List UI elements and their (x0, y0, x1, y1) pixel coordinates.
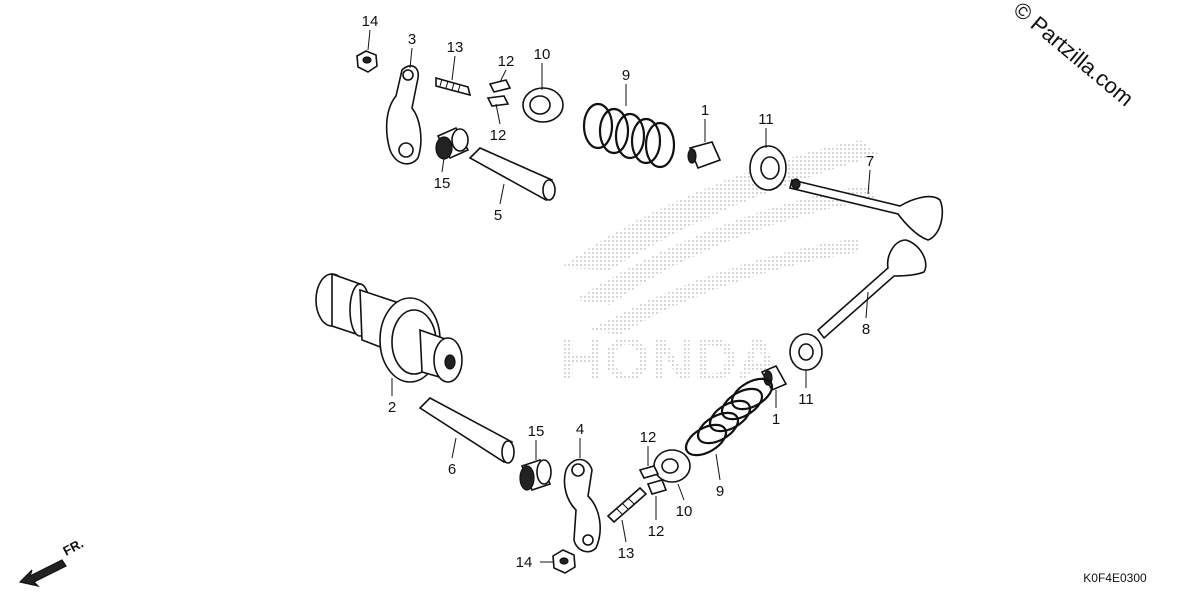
front-arrow-label: FR. (60, 536, 86, 559)
part-11-spring-seat-lower (789, 333, 823, 371)
honda-wing-watermark: HONDA (560, 140, 880, 393)
part-11-spring-seat-upper (749, 145, 787, 191)
callout-1-upper: 1 (701, 102, 709, 119)
part-10-spring-retainer-upper (522, 87, 564, 123)
part-2-camshaft (315, 272, 463, 383)
callout-9-upper: 9 (622, 67, 630, 84)
part-8-valve (816, 239, 927, 340)
part-3-rocker-arm (385, 65, 422, 165)
callout-8: 8 (862, 321, 870, 338)
callout-11-lower: 11 (798, 391, 814, 408)
callout-3: 3 (408, 31, 416, 48)
honda-logo-text: HONDA (560, 326, 780, 393)
part-4-rocker-arm (563, 458, 601, 553)
diagram-code: K0F4E0300 (1083, 571, 1147, 585)
callout-15-upper: 15 (434, 175, 451, 192)
callout-13-upper: 13 (447, 39, 464, 56)
callout-labels: 14 3 13 12 12 10 9 1 11 7 15 5 8 2 11 1 … (362, 13, 875, 571)
callout-11-upper: 11 (758, 111, 774, 128)
callout-6: 6 (448, 461, 456, 478)
callout-1-lower: 1 (772, 411, 780, 428)
callout-14-upper: 14 (362, 13, 379, 30)
part-12-valve-cotter-upper (486, 79, 512, 107)
part-15-needle-bearing-lower (519, 459, 552, 491)
callout-12-upper-a: 12 (498, 53, 515, 70)
part-1-stem-seal-upper (687, 141, 722, 170)
part-13-adjusting-screw-upper (435, 76, 472, 97)
callout-9-lower: 9 (716, 483, 724, 500)
callout-10-upper: 10 (534, 46, 551, 63)
front-direction-arrow: FR. (18, 536, 86, 588)
part-12-valve-cotter-lower (638, 465, 668, 495)
part-5-rocker-shaft (468, 147, 556, 202)
callout-10-lower: 10 (676, 503, 693, 520)
callout-5: 5 (494, 207, 502, 224)
part-6-rocker-shaft (418, 397, 515, 464)
callout-15-lower: 15 (528, 423, 545, 440)
callout-12-lower-b: 12 (648, 523, 665, 540)
callout-12-upper-b: 12 (490, 127, 507, 144)
part-10-spring-retainer-lower (653, 449, 691, 483)
callout-2: 2 (388, 399, 396, 416)
callout-12-lower-a: 12 (640, 429, 657, 446)
callout-13-lower: 13 (618, 545, 635, 562)
callout-7: 7 (866, 153, 874, 170)
callout-14-lower: 14 (516, 554, 533, 571)
part-9-valve-spring-lower (684, 377, 774, 457)
partzilla-watermark: © Partzilla.com (1009, 0, 1139, 111)
part-13-adjusting-screw-lower (606, 486, 648, 524)
part-14-nut-lower (552, 549, 576, 574)
part-9-valve-spring-upper (582, 102, 676, 169)
part-14-nut-upper (356, 50, 378, 73)
leader-lines (367, 29, 871, 563)
callout-4: 4 (576, 421, 584, 438)
part-15-needle-bearing-upper (435, 126, 470, 160)
part-7-valve (789, 178, 944, 241)
